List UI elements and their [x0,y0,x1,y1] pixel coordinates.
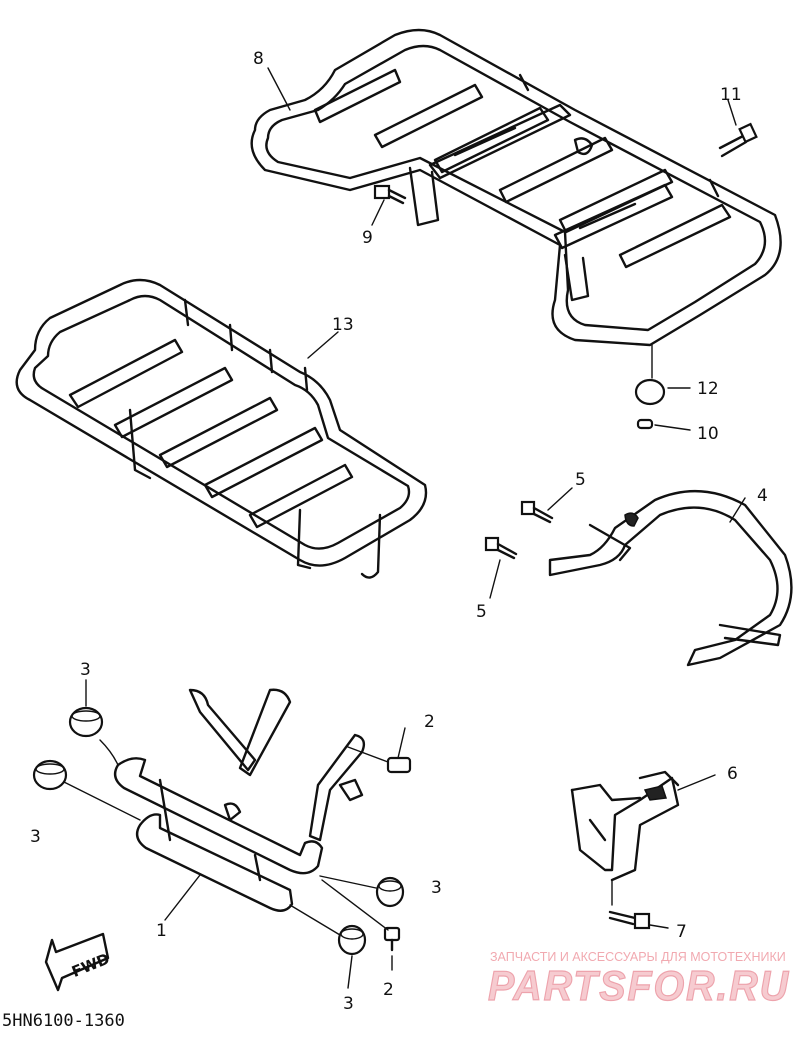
callout-11: 11 [720,85,742,105]
callout-3-left: 3 [30,827,41,847]
grommet-12 [634,378,666,406]
mount-bracket [570,770,680,882]
callout-8: 8 [253,49,264,69]
damper-3-right [375,876,405,908]
drawing-code: 5HN6100-1360 [2,1011,125,1031]
bolt-2-lower [383,926,401,952]
callout-6: 6 [727,764,738,784]
callout-3-top: 3 [80,660,91,680]
callout-7: 7 [676,922,687,942]
damper-3-upper-left [68,706,104,738]
bolt-11 [718,122,758,158]
watermark-logo: PARTSFOR.RU [488,962,790,1009]
callout-12: 12 [697,379,719,399]
bolt-7 [608,910,651,930]
callout-2-upper: 2 [424,712,435,732]
callout-10: 10 [697,424,719,444]
rear-carrier-rack [250,28,782,347]
bolt-9 [373,184,407,205]
bolt-2-upper [386,756,412,774]
leader-lines [63,67,746,989]
callout-9: 9 [362,228,373,248]
bolt-5-upper [520,500,554,524]
collar-10 [636,418,654,430]
fwd-label: FWD [69,950,112,981]
callout-4: 4 [757,486,768,506]
callout-2-lower: 2 [383,980,394,1000]
guard-bracket [548,490,793,667]
watermark: ЗАПЧАСТИ И АКСЕССУАРЫ ДЛЯ МОТОТЕХНИКИ PA… [487,950,790,1010]
damper-3-lower-left [32,759,68,791]
front-guard-frame [113,688,366,912]
callout-labels: 8 11 9 13 12 10 5 4 5 3 2 6 3 3 1 7 2 3 [30,49,768,1014]
callout-5-lower: 5 [476,602,487,622]
watermark-tagline: ЗАПЧАСТИ И АКСЕССУАРЫ ДЛЯ МОТОТЕХНИКИ [490,950,786,964]
front-carrier-rack [15,278,428,579]
callout-3-right: 3 [431,878,442,898]
bolt-5-lower [484,536,518,560]
callout-1: 1 [156,921,167,941]
callout-13: 13 [332,315,354,335]
damper-3-bottom [337,924,367,956]
callout-3-bottom: 3 [343,994,354,1014]
fwd-direction-arrow: FWD [44,932,112,992]
callout-5-upper: 5 [575,470,586,490]
